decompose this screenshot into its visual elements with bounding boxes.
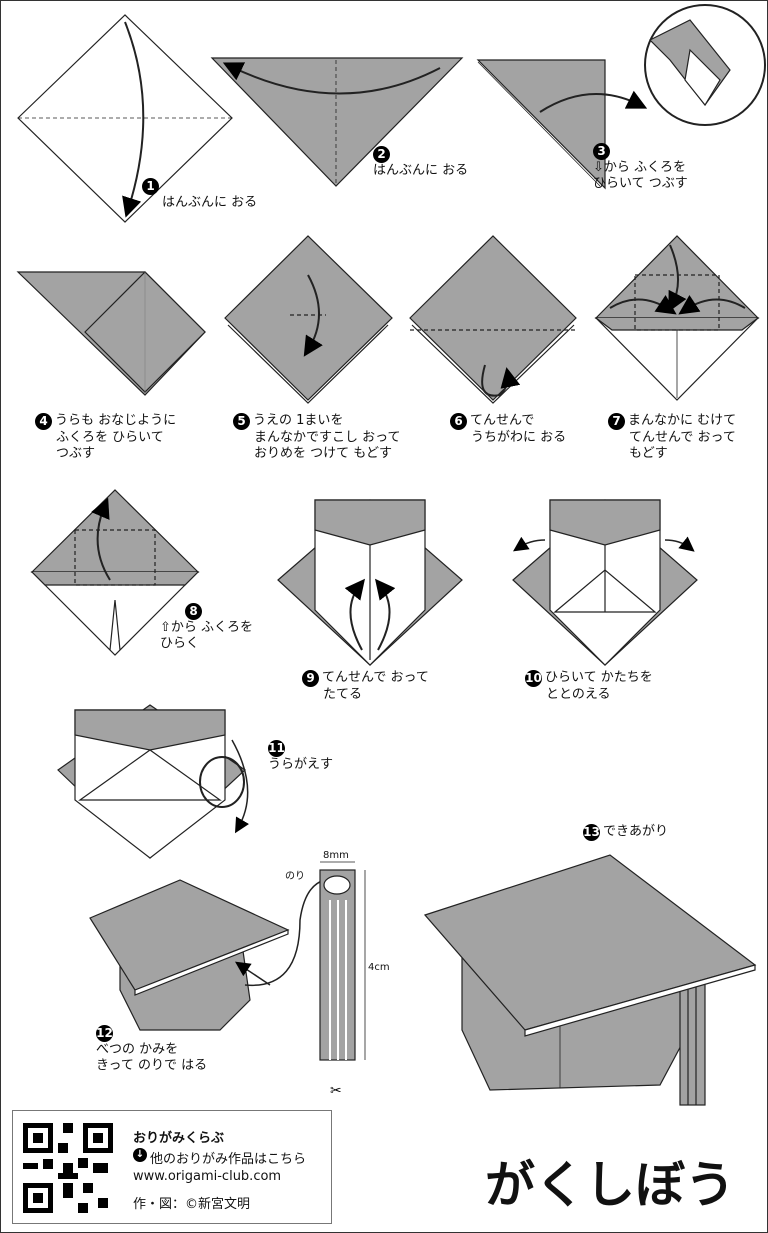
qr-code-icon[interactable] (23, 1123, 113, 1213)
site-url[interactable]: www.origami-club.com (133, 1169, 282, 1184)
width-label: 8mm (323, 850, 349, 861)
step-3-caption: 3⇩から ふくろをひらいて つぶす (593, 143, 688, 191)
step-4-diagram (16, 271, 206, 396)
step-6-diagram (409, 235, 577, 404)
step-11-diagram (57, 704, 249, 859)
step-3-diagram (476, 4, 766, 190)
step-5-diagram (224, 235, 393, 404)
footer-box: おりがみくらぶ ↓他のおりがみ作品はこちら www.origami-club.c… (12, 1110, 332, 1224)
step-1-diagram (17, 14, 233, 223)
more-works-link[interactable]: ↓他のおりがみ作品はこちら (133, 1148, 306, 1167)
step-2-diagram (210, 57, 464, 187)
step-8-diagram (30, 489, 200, 656)
credit: 作・図：©新宮文明 (133, 1197, 251, 1212)
step-12-diagram (89, 879, 326, 1031)
step-9-diagram (277, 499, 463, 666)
scissors-icon: ✂ (330, 1083, 342, 1099)
length-label: 4cm (368, 962, 390, 973)
glue-label: のり (285, 871, 305, 882)
step-13-finished-diagram (423, 854, 757, 1106)
step-8-caption: 8⇧から ふくろをひらく (160, 603, 254, 651)
tassel-strip-diagram: ✂ (319, 861, 366, 1099)
page-title: がくしぼう (485, 1156, 735, 1214)
step-7-diagram (594, 235, 760, 401)
arrow-down-icon: ↓ (133, 1148, 147, 1162)
step-10-diagram (512, 499, 698, 666)
site-name: おりがみくらぶ (133, 1131, 225, 1146)
